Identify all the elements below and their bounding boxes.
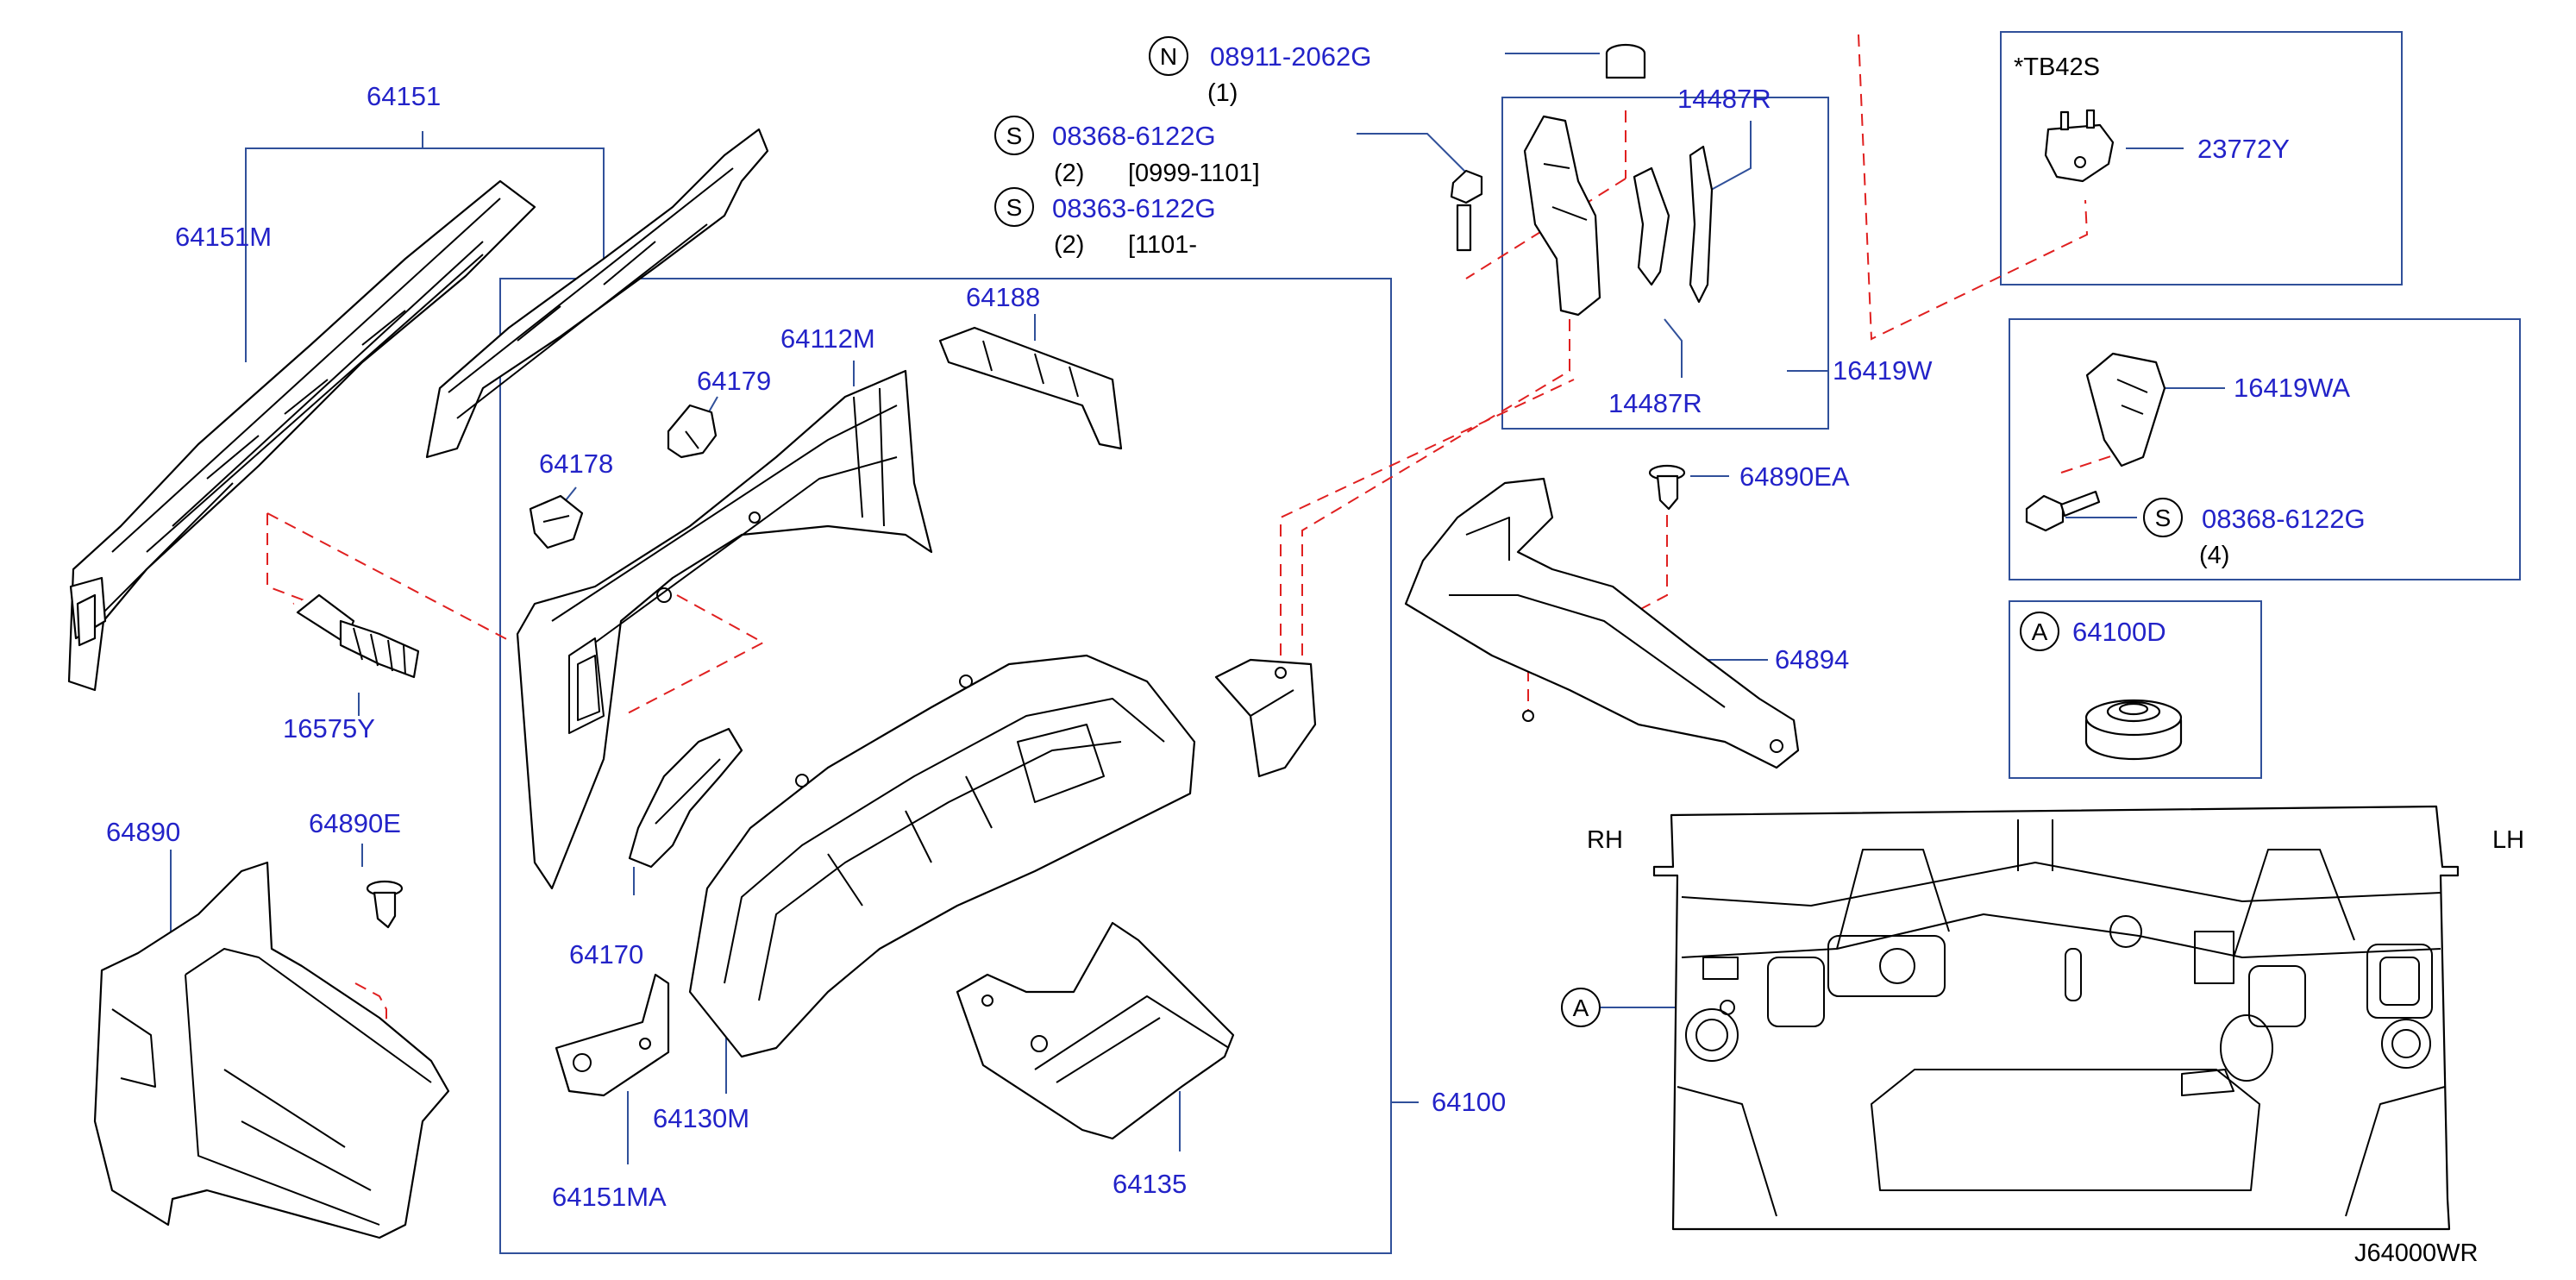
fastener-08363-range: [1101- [1128, 231, 1197, 259]
dash-panel-64100 [1652, 805, 2460, 1231]
bracket-64170 [628, 727, 743, 869]
grommet-64100d [2084, 699, 2183, 761]
reinforcement-64188 [938, 326, 1123, 450]
bracket-64151ma [555, 973, 670, 1097]
cowl-top-64151 [425, 128, 769, 459]
engine-note: *TB42S [2014, 53, 2100, 81]
callout-64170: 64170 [569, 939, 643, 969]
fastener-08368-part: 08368-6122G [1052, 121, 1216, 151]
bracket-23772y [2044, 109, 2115, 183]
bracket-16419w [1523, 115, 1714, 317]
clip-64890ea [1648, 464, 1686, 511]
callout-16419w: 16419W [1833, 355, 1933, 386]
a-symbol-circle-2 [1561, 988, 1601, 1027]
fastener-08368-s4-part: 08368-6122G [2202, 504, 2366, 534]
tb42s-option-box [2000, 31, 2403, 285]
bracket-16419wa-box [2009, 318, 2521, 580]
nut-08911 [1605, 43, 1646, 79]
callout-64112m: 64112M [780, 323, 875, 354]
callout-64179: 64179 [697, 366, 771, 396]
callout-23772y: 23772Y [2197, 134, 2290, 164]
callout-64890: 64890 [106, 817, 180, 847]
callout-64100d: 64100D [2072, 617, 2166, 647]
callout-64151ma: 64151MA [552, 1182, 667, 1212]
bracket-64178 [529, 494, 584, 549]
fastener-08363-part: 08363-6122G [1052, 193, 1216, 223]
bracket-strut [1214, 658, 1317, 778]
callout-14487r-bottom: 14487R [1608, 388, 1702, 418]
fastener-08368-qty: (2) [1054, 160, 1084, 187]
bracket-16419w-box [1501, 97, 1829, 430]
cowl-top-64151m [67, 179, 536, 692]
s-symbol-circle-2 [994, 187, 1034, 227]
bolt-08368-s4 [2025, 490, 2101, 532]
callout-64130m: 64130M [653, 1103, 749, 1133]
callout-64151m: 64151M [175, 222, 272, 252]
fastener-08911-part: 08911-2062G [1210, 41, 1371, 72]
hoodledge-upper-64112m [516, 369, 933, 890]
hood-lock-16575y [296, 593, 420, 679]
wheelhouse-panel-64890 [93, 861, 450, 1239]
n-symbol-circle [1149, 36, 1188, 76]
a-symbol-circle-1 [2020, 612, 2059, 651]
bolt-08368 [1450, 169, 1483, 252]
diagram-id: J64000WR [2354, 1239, 2478, 1267]
bracket-64179 [667, 404, 718, 459]
callout-64100: 64100 [1432, 1087, 1506, 1117]
callout-14487r-top: 14487R [1677, 84, 1771, 114]
support-64135 [956, 921, 1235, 1140]
callout-64894: 64894 [1775, 644, 1849, 675]
s-symbol-circle-3 [2143, 498, 2183, 537]
callout-16575y: 16575Y [283, 713, 375, 744]
clip-64890e [366, 880, 404, 929]
a-symbol-letter-1: A [2032, 618, 2048, 645]
grommet-64100d-box [2009, 600, 2262, 779]
fastener-08911-qty: (1) [1207, 79, 1238, 107]
n-symbol-letter: N [1160, 43, 1177, 70]
wheelhouse-inner-64130m [688, 654, 1196, 1058]
callout-64151: 64151 [367, 81, 441, 111]
fastener-08368-s4-qty: (4) [2199, 542, 2229, 569]
s-symbol-letter-3: S [2155, 505, 2172, 531]
s-symbol-letter-1: S [1006, 122, 1023, 149]
assembly-64100-box [499, 278, 1392, 1254]
callout-16419wa: 16419WA [2234, 373, 2350, 403]
assembly-lines [266, 34, 2135, 1203]
s-symbol-letter-2: S [1006, 194, 1023, 221]
callout-64188: 64188 [966, 282, 1040, 312]
fastener-08368-range: [0999-1101] [1128, 160, 1260, 187]
a-symbol-letter-2: A [1573, 995, 1589, 1021]
s-symbol-circle-1 [994, 116, 1034, 155]
callout-64890e: 64890E [309, 808, 401, 838]
bracket-16419wa [2085, 352, 2166, 467]
fastener-08363-qty: (2) [1054, 231, 1084, 259]
bracket-64894 [1404, 477, 1800, 769]
side-label-lh: LH [2492, 826, 2524, 854]
side-label-rh: RH [1587, 826, 1623, 854]
callout-64890ea: 64890EA [1739, 461, 1850, 492]
callout-64178: 64178 [539, 449, 613, 479]
callout-64135: 64135 [1113, 1169, 1187, 1199]
